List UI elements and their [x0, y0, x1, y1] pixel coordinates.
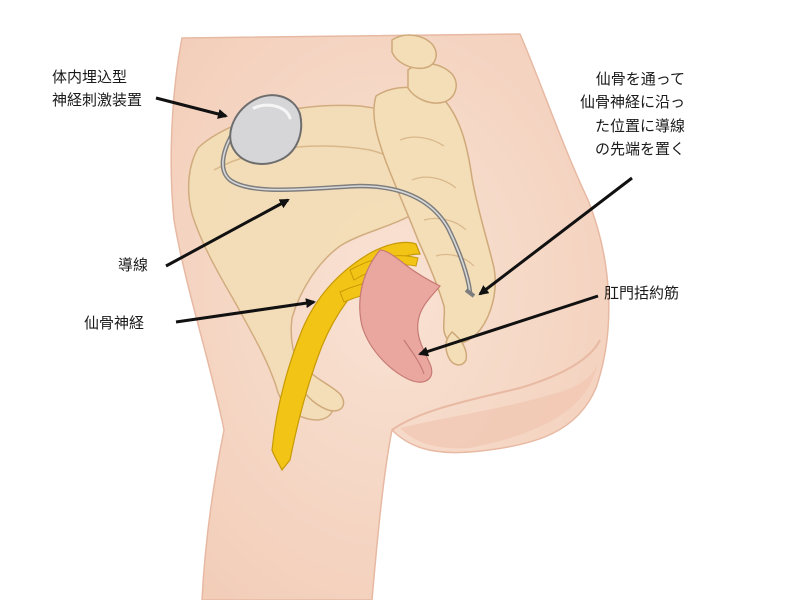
anal-canal — [403, 339, 425, 375]
lead-wire-inner — [222, 127, 471, 293]
label-neurostimulator-line-1: 体内埋込型 — [52, 68, 128, 86]
neurostimulator-highlight — [252, 103, 292, 120]
arrow-sphincter — [418, 294, 599, 357]
arrow-lead — [165, 198, 290, 268]
arrow-tip — [478, 176, 633, 296]
label-lead-tip-line-3: た位置に導線 — [595, 116, 686, 135]
label-lead-wire: 導線 — [118, 256, 149, 274]
sacrum — [373, 86, 496, 345]
gluteal-fold — [391, 339, 601, 431]
arrow-device — [155, 96, 228, 119]
vertebra-2 — [391, 34, 437, 70]
arrow-nerve — [175, 298, 316, 324]
coccyx — [445, 330, 468, 366]
label-lead-tip-line-4: の先端を置く — [595, 139, 686, 158]
label-lead-tip-line-2: 仙骨神経に沿っ — [580, 93, 686, 112]
label-lead-tip-placement: 仙骨を通って 仙骨神経に沿っ た位置に導線 の先端を置く — [580, 68, 685, 161]
label-neurostimulator-line-2: 神経刺激装置 — [52, 91, 143, 110]
gluteal-shade — [400, 362, 598, 449]
label-anal-sphincter: 肛門括約筋 — [604, 284, 680, 302]
label-sacral-nerve: 仙骨神経 — [84, 314, 145, 332]
label-lead-tip-line-1: 仙骨を通って — [595, 70, 686, 88]
sacral-segment-lines — [399, 136, 475, 267]
lead-tip — [464, 288, 476, 298]
neurostimulator-device — [229, 94, 303, 165]
label-neurostimulator: 体内埋込型 神経刺激装置 — [52, 66, 142, 113]
